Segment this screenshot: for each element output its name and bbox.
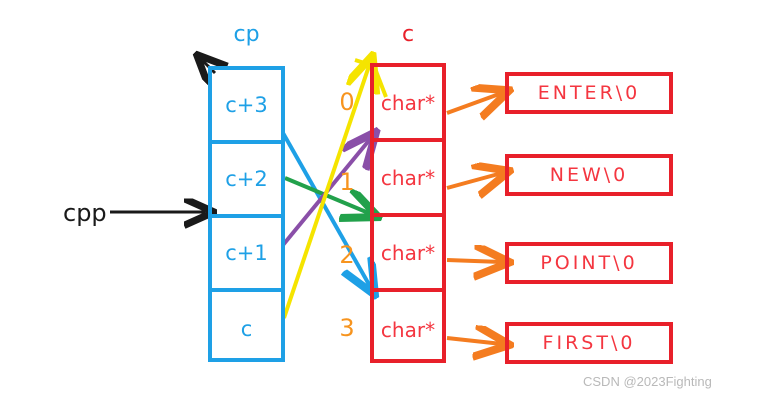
arrow-c0-to-string0 [446, 93, 502, 113]
c-cell-3: char* [374, 292, 442, 367]
cp-cell-0-label: c+3 [225, 93, 268, 117]
cp-cell-1-label: c+2 [225, 167, 268, 191]
c-cell-2: char* [374, 217, 442, 292]
c-cell-0-label: char* [380, 90, 436, 115]
c-index-1: 1 [339, 168, 355, 196]
cp-cell-2: c+1 [212, 218, 281, 292]
cp-cell-3-label: c [240, 317, 253, 341]
cp-array: c+3 c+2 c+1 c [208, 66, 285, 362]
string-box-enter-text: ENTER\0 [537, 82, 641, 104]
string-box-point: POINT\0 [505, 242, 673, 284]
string-box-first-text: FIRST\0 [542, 332, 636, 354]
c-index-2: 2 [339, 241, 355, 269]
string-box-first: FIRST\0 [505, 322, 673, 364]
cpp-pointer-label: cpp [63, 199, 107, 227]
string-box-new: NEW\0 [505, 154, 673, 196]
string-box-enter: ENTER\0 [505, 72, 673, 114]
c-array-title: c [401, 22, 415, 47]
c-cell-2-label: char* [380, 240, 436, 265]
cp-cell-3: c [212, 292, 281, 366]
cp-cell-1: c+2 [212, 144, 281, 218]
arrow-c1-to-string1 [446, 173, 502, 188]
arrow-cp3-to-c3 [281, 132, 371, 288]
watermark: CSDN @2023Fighting [583, 374, 712, 389]
c-array: char* char* char* char* [370, 63, 446, 363]
c-cell-1: char* [374, 142, 442, 217]
c-cell-3-label: char* [380, 317, 436, 342]
c-index-3: 3 [339, 314, 355, 342]
c-cell-0: char* [374, 67, 442, 142]
string-box-point-text: POINT\0 [540, 252, 638, 274]
arrow-c3-to-string3 [446, 338, 502, 344]
arrow-c2-to-string2 [446, 260, 502, 262]
c-index-0: 0 [339, 88, 355, 116]
arrow-cp2-to-c2 [284, 176, 371, 214]
c-cell-1-label: char* [380, 165, 436, 190]
cp-array-title: cp [233, 22, 260, 47]
string-box-new-text: NEW\0 [549, 164, 629, 186]
cp-cell-0: c+3 [212, 70, 281, 144]
cp-cell-2-label: c+1 [225, 241, 268, 265]
